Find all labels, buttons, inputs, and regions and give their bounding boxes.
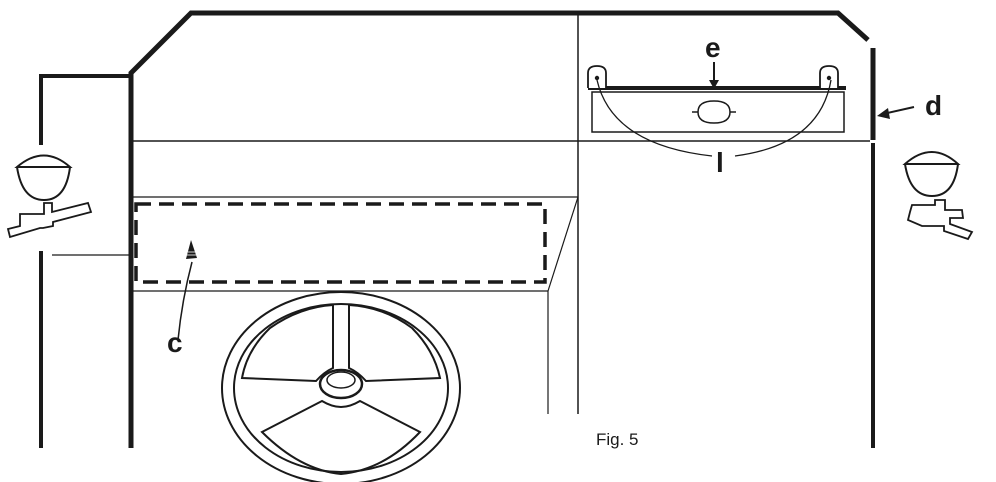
left-pillar-top (39, 74, 131, 145)
label-d: d (925, 90, 942, 121)
dash-slope (547, 196, 579, 292)
cab-frame (39, 10, 876, 448)
right-lamp (902, 151, 974, 241)
roof-outline (128, 10, 870, 448)
arrow-e (709, 62, 719, 89)
left-lamp-bracket (6, 201, 93, 239)
leader-c (177, 261, 193, 341)
panel-body (591, 91, 845, 133)
pointer-arrow (186, 240, 197, 259)
left-lamp (6, 154, 93, 239)
leader-l-right (734, 79, 832, 157)
center-knob (697, 100, 731, 124)
label-l: l (716, 147, 724, 178)
figure-caption: Fig. 5 (596, 430, 639, 449)
label-c: c (167, 327, 183, 358)
steering-wheel (221, 291, 461, 482)
leader-l-left (596, 79, 713, 157)
label-e: e (705, 32, 721, 63)
arrow-d (877, 106, 915, 119)
glovebox-outline (134, 202, 547, 284)
right-lamp-bracket (906, 199, 974, 241)
overhead-panel (587, 65, 846, 157)
